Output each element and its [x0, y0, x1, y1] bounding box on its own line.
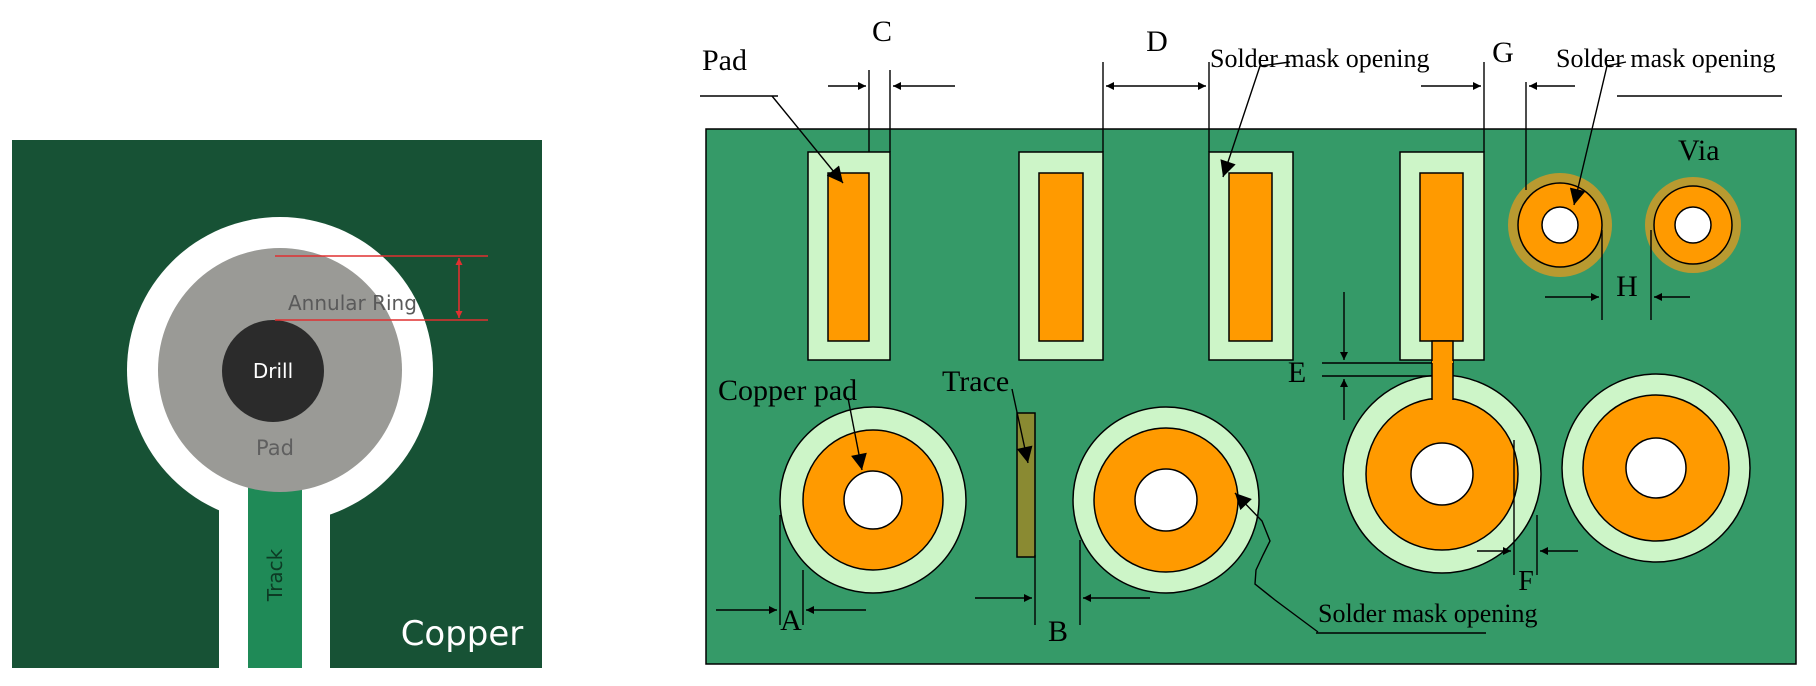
round-pad-3	[1342, 361, 1542, 574]
annular-ring-label: Annular Ring	[288, 291, 417, 315]
leader-lines	[771, 61, 1627, 634]
copper-pad	[1419, 172, 1464, 342]
via-hole	[1541, 206, 1579, 244]
via-2	[1645, 177, 1741, 273]
round-pad-2	[1072, 406, 1260, 594]
rect-pad-3	[1208, 151, 1294, 361]
drill-hole	[222, 320, 324, 422]
annular-ring-diagram: Annular Ring Drill Pad Track Copper	[12, 140, 542, 668]
track	[248, 470, 302, 668]
dimension-h-label: H	[1616, 270, 1638, 303]
round-pad-1	[779, 406, 967, 594]
pad-label: Pad	[702, 44, 747, 77]
copper-pad	[1038, 172, 1084, 342]
drill-hole	[1410, 442, 1474, 506]
round-pad-4	[1561, 373, 1751, 563]
via-1	[1508, 173, 1612, 277]
dimension-b-label: B	[1048, 615, 1068, 648]
solder-mask-opening-label-1: Solder mask opening	[1210, 44, 1430, 73]
trace-neck	[1431, 340, 1454, 364]
track-label: Track	[263, 548, 287, 602]
pad-label: Pad	[256, 436, 294, 460]
via-hole	[1674, 206, 1712, 244]
rect-pad-2	[1018, 151, 1104, 361]
solder-mask-opening-label-3: Solder mask opening	[1318, 599, 1538, 628]
dimension-d-label: D	[1146, 25, 1168, 58]
copper-pad	[1228, 172, 1273, 342]
copper-pad	[827, 172, 870, 342]
dimension-f-label: F	[1518, 566, 1534, 597]
dimension-g-label: G	[1492, 36, 1514, 69]
dimension-a-label: A	[780, 604, 802, 637]
rect-pad-4	[1399, 151, 1485, 391]
solder-mask-rules-diagram: Pad C D Solder mask opening G Solder mas…	[700, 15, 1797, 665]
trace-to-pad	[1432, 361, 1453, 403]
dimension-e-label: E	[1288, 356, 1306, 389]
drill-hole	[1134, 468, 1198, 532]
trace-label: Trace	[942, 365, 1009, 398]
drill-label: Drill	[253, 359, 293, 383]
drill-hole	[1625, 437, 1687, 499]
via-label: Via	[1678, 134, 1720, 167]
copper-pad-label: Copper pad	[718, 374, 857, 407]
trace	[1016, 412, 1036, 558]
rect-pad-1	[807, 151, 891, 361]
copper-label: Copper	[401, 614, 524, 654]
solder-mask-opening-label-2: Solder mask opening	[1556, 44, 1776, 73]
dimension-c-label: C	[872, 15, 892, 48]
drill-hole	[843, 470, 903, 530]
dimension-annotations	[700, 62, 1782, 625]
